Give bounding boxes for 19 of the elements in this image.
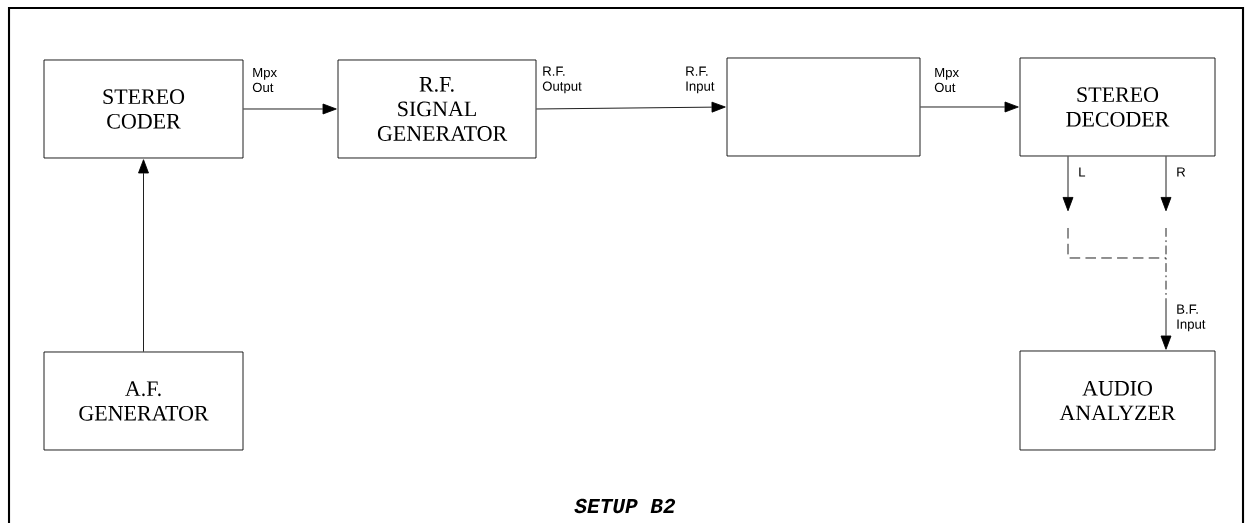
port-label: L [1079,167,1086,177]
device-box: STEREO CODER [43,59,244,159]
arrow [138,159,149,352]
arrow [1062,156,1074,212]
arrow [243,103,337,115]
device-box [726,57,921,157]
port-label: Mpx Out [934,67,959,93]
arrow [536,101,726,113]
port-label: R [1177,167,1186,177]
arrow [920,101,1019,113]
device-box: A.F. GENERATOR [43,351,244,451]
port-label: B.F. Input [1177,304,1206,332]
device-box: R.F. SIGNAL GENERATOR [337,59,537,159]
arrow [1160,156,1172,212]
arrow [1160,299,1172,350]
caption: SETUP B2 [574,498,676,514]
port-label: R.F. Input [686,66,715,94]
device-box: STEREO DECODER [1019,57,1216,157]
device-box: AUDIO ANALYZER [1019,350,1216,451]
